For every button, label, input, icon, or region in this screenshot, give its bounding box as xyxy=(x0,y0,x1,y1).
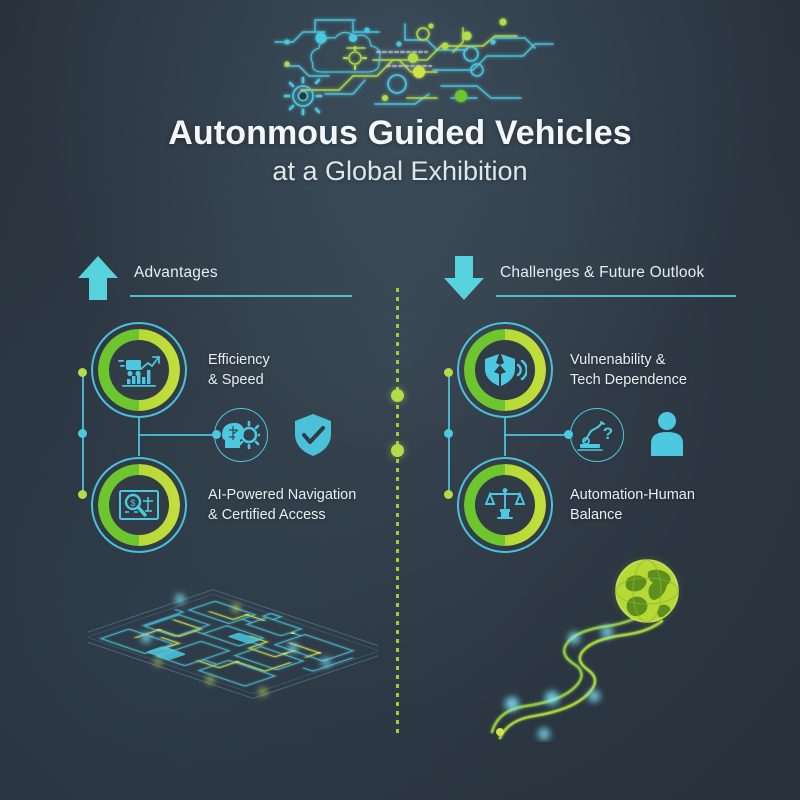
rail-dot xyxy=(444,368,453,377)
broken-shield-signal-icon xyxy=(475,340,535,400)
icon-ring-ai-navigation[interactable]: $ xyxy=(91,457,187,553)
branch-dot xyxy=(564,430,573,439)
branch-connector xyxy=(138,436,140,456)
balance-scale-icon xyxy=(475,475,535,535)
svg-text:$: $ xyxy=(130,498,135,508)
circuit-board-network-icon xyxy=(255,8,555,118)
winding-arrow-globe-icon xyxy=(462,556,702,742)
arrow-down-icon xyxy=(442,254,486,307)
label-line-2: Tech Dependence xyxy=(570,372,687,388)
ring-outline xyxy=(91,457,187,553)
icon-ring-efficiency-speed[interactable] xyxy=(91,322,187,418)
icon-ring-automation-balance[interactable] xyxy=(457,457,553,553)
ring-outline xyxy=(91,322,187,418)
isometric-warehouse-floorplan-icon xyxy=(71,552,395,732)
arrow-up-icon xyxy=(76,254,120,307)
branch-connector xyxy=(504,418,506,436)
item-label-automation-balance: Automation-Human Balance xyxy=(570,485,695,525)
rail-dot xyxy=(78,429,87,438)
column-header-advantages: Advantages xyxy=(66,256,396,308)
icon-ring-vulnerability[interactable] xyxy=(457,322,553,418)
ring-outline xyxy=(457,457,553,553)
divider-dot xyxy=(391,389,404,402)
header-underline xyxy=(130,295,352,297)
ring-outline xyxy=(457,322,553,418)
branch-connector xyxy=(504,434,568,436)
label-line-1: Automation-Human xyxy=(570,487,695,503)
svg-text:?: ? xyxy=(603,424,613,443)
person-silhouette-icon[interactable] xyxy=(646,410,688,458)
brain-head-gear-icon[interactable] xyxy=(214,408,268,462)
page-title: Autonmous Guided Vehicles xyxy=(168,114,632,152)
label-line-1: Efficiency xyxy=(208,352,270,368)
column-heading-label: Challenges & Future Outlook xyxy=(500,264,705,281)
branch-connector xyxy=(138,434,216,436)
agv-cart-bar-chart-icon xyxy=(109,340,169,400)
column-heading-label: Advantages xyxy=(134,264,218,281)
branch-connector xyxy=(138,418,140,436)
center-divider xyxy=(396,288,399,738)
header-underline xyxy=(496,295,736,297)
rail-dot xyxy=(444,429,453,438)
page-subtitle: at a Global Exhibition xyxy=(272,156,528,186)
magnifier-map-navigation-icon: $ xyxy=(109,475,169,535)
branch-connector xyxy=(504,436,506,456)
robot-arm-question-icon[interactable]: ? xyxy=(570,408,624,462)
item-label-efficiency-speed: Efficiency & Speed xyxy=(208,350,270,390)
label-line-2: & Speed xyxy=(208,372,264,388)
column-header-challenges: Challenges & Future Outlook xyxy=(432,256,762,308)
rail-dot xyxy=(444,490,453,499)
rail-dot xyxy=(78,368,87,377)
shield-check-icon[interactable] xyxy=(291,412,335,458)
rail-dot xyxy=(78,490,87,499)
label-line-2: & Certified Access xyxy=(208,507,326,523)
item-label-vulnerability: Vulnenability & Tech Dependence xyxy=(570,350,687,390)
label-line-2: Balance xyxy=(570,507,623,523)
label-line-1: Vulnenability & xyxy=(570,352,666,368)
divider-dot xyxy=(391,444,404,457)
item-label-ai-navigation: AI-Powered Navigation & Certified Access xyxy=(208,485,356,525)
label-line-1: AI-Powered Navigation xyxy=(208,487,357,503)
